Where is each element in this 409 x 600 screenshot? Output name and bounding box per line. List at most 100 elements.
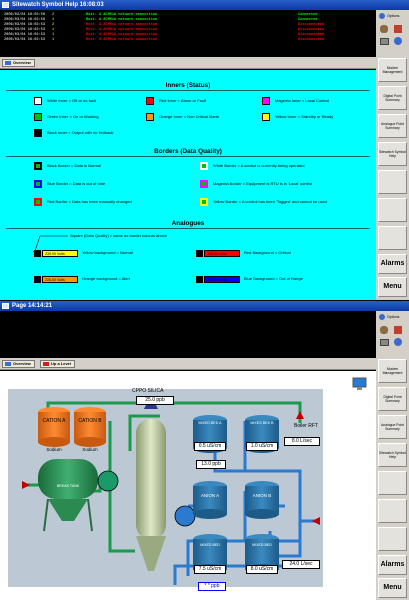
symbol-help-button[interactable]: Sitewatch Symbol Help	[378, 142, 407, 166]
mixed-bed-c-value[interactable]: 7.5 uS/cm	[194, 565, 226, 574]
alarm-date: 2006/03/04 16:02:53	[4, 38, 45, 42]
break-tank[interactable]	[48, 499, 88, 521]
overview-button[interactable]: Overview	[2, 360, 35, 368]
inner-legend-text: Black Inner = Output with no 'fedback'	[47, 130, 115, 135]
inner-legend-text: White Inner = Off or no fault	[47, 98, 97, 103]
alarm-date: 2006/03/04 16:02:53	[4, 23, 45, 27]
anion-a[interactable]	[193, 481, 227, 519]
printer-icon[interactable]	[380, 38, 389, 45]
cppo-silica-label: CPPO SILICA	[132, 388, 164, 394]
process-mimic: CPPO SILICA 25.0 ppb CATION A CATION B S…	[0, 371, 376, 600]
printer-icon[interactable]	[380, 339, 389, 346]
blank-button[interactable]	[378, 499, 407, 523]
symbol-help-window: Sitewatch Symbol Help 16:08:03 2006/03/0…	[0, 0, 409, 300]
alarms-button[interactable]: Alarms	[378, 254, 407, 274]
tools-icon[interactable]	[394, 25, 402, 33]
people-icon[interactable]	[380, 326, 388, 334]
boiler-rft-value[interactable]: 8.0 L/sec	[284, 437, 320, 446]
mixed-bed-b-value[interactable]: 1.0 uS/cm	[246, 442, 278, 451]
mimic-diagram	[8, 389, 323, 587]
toolbar: Overview Up a Level	[0, 358, 376, 370]
alarms-label: Alarms	[380, 561, 405, 568]
alarm-status: Connected	[298, 13, 318, 17]
blank-button[interactable]	[378, 471, 407, 495]
people-icon[interactable]	[380, 25, 388, 33]
inner-color	[36, 164, 40, 168]
analogue-point-summary-label: Analogue Point Summary	[381, 122, 404, 130]
border-legend-text: Yellow Border = A control has been 'Tagg…	[213, 199, 328, 204]
valve-icon[interactable]	[22, 481, 30, 489]
options-button[interactable]: Options	[378, 12, 407, 20]
alarm-status: Disconnected	[298, 38, 324, 42]
status-square-icon	[34, 97, 42, 105]
inner-legend-text: Yellow Inner = Standby or Ready	[275, 114, 334, 119]
up-a-level-button[interactable]: Up a Level	[40, 360, 76, 368]
menu-button[interactable]: Menu	[378, 277, 407, 297]
status-square-icon	[200, 162, 208, 170]
symbol-help-button[interactable]: Sitewatch Symbol Help	[378, 443, 407, 467]
blank-button[interactable]	[378, 170, 407, 194]
alarm-date: 2006/03/04 16:02:53	[4, 28, 45, 32]
mixed-bed-d-value[interactable]: 8.0 uS/cm	[246, 565, 278, 574]
tools-icon[interactable]	[394, 326, 402, 334]
mixed-bed-d-label: MIXED BED	[252, 543, 272, 547]
modem-management-button[interactable]: Modem Management	[378, 58, 407, 82]
inner-legend-text: Green Inner = On or Working	[47, 114, 99, 119]
status-square-icon	[34, 113, 42, 121]
digital-point-summary-button[interactable]: Digital Point Summary	[378, 86, 407, 110]
data-quality-square	[34, 276, 41, 283]
value-13-ppb[interactable]: 13.0 ppb	[196, 460, 226, 469]
ppb-bottom-value[interactable]: * * ppb	[198, 582, 226, 591]
boiler-rft-label: Boiler RFT	[294, 423, 318, 429]
break-tank-label: BREAK TANK	[56, 484, 80, 488]
help-icon[interactable]	[394, 338, 402, 346]
cation-a-vessel[interactable]	[38, 437, 70, 447]
pump[interactable]	[174, 505, 196, 527]
alarm-number: 2	[52, 23, 55, 27]
digital-point-summary-button[interactable]: Digital Point Summary	[378, 387, 407, 411]
inner-color	[35, 114, 41, 120]
analogue-value: 239.99 Volts	[42, 250, 78, 257]
cppo-silica-value[interactable]: 25.0 ppb	[136, 396, 174, 405]
valve-icon[interactable]	[296, 411, 304, 419]
break-tank[interactable]	[38, 459, 98, 499]
alarms-button[interactable]: Alarms	[378, 555, 407, 575]
inner-color	[36, 200, 40, 204]
anion-b[interactable]	[245, 481, 279, 519]
flow-value[interactable]: 24.0 L/sec	[282, 560, 320, 569]
sodium-label: Sodium	[82, 447, 98, 452]
alarm-number: 1	[52, 38, 55, 42]
cppo-silica-vessel[interactable]	[136, 419, 166, 539]
blank-button[interactable]	[378, 226, 407, 250]
monitor-icon[interactable]	[352, 377, 368, 391]
cation-b-vessel[interactable]	[74, 437, 106, 447]
analogue-point-summary-button[interactable]: Analogue Point Summary	[378, 114, 407, 138]
options-icon	[379, 13, 385, 19]
valve-icon[interactable]	[312, 517, 320, 525]
toolbar: Overview	[0, 57, 376, 69]
alarm-date: 2006/03/04 16:02:53	[4, 33, 45, 37]
inner-legend-text: Orange Inner = Non Critical Alarm	[159, 114, 220, 119]
analogue-point-summary-button[interactable]: Analogue Point Summary	[378, 415, 407, 439]
mixed-bed-a-value[interactable]: 0.5 uS/cm	[194, 442, 226, 451]
inner-legend-text: Red Inner = Alarm or Fault	[159, 98, 207, 103]
overview-button[interactable]: Overview	[2, 59, 35, 67]
menu-button[interactable]: Menu	[378, 578, 407, 598]
break-tank-leg	[87, 498, 93, 532]
alarm-list[interactable]	[0, 311, 376, 358]
menu-label: Menu	[383, 283, 402, 290]
cppo-silica-vessel[interactable]	[136, 536, 166, 571]
blank-button[interactable]	[378, 198, 407, 222]
help-icon[interactable]	[394, 37, 402, 45]
window-title: Page 14:14:21	[12, 303, 53, 309]
alarm-status: Disconnected	[298, 23, 324, 27]
modem-management-button[interactable]: Modem Management	[378, 359, 407, 383]
pump[interactable]	[97, 470, 119, 492]
pipe	[128, 414, 160, 451]
blank-button[interactable]	[378, 527, 407, 551]
analogue-legend-text: Yellow background = Normal	[82, 250, 133, 255]
alarms-label: Alarms	[380, 260, 405, 267]
options-button[interactable]: Options	[378, 313, 407, 321]
